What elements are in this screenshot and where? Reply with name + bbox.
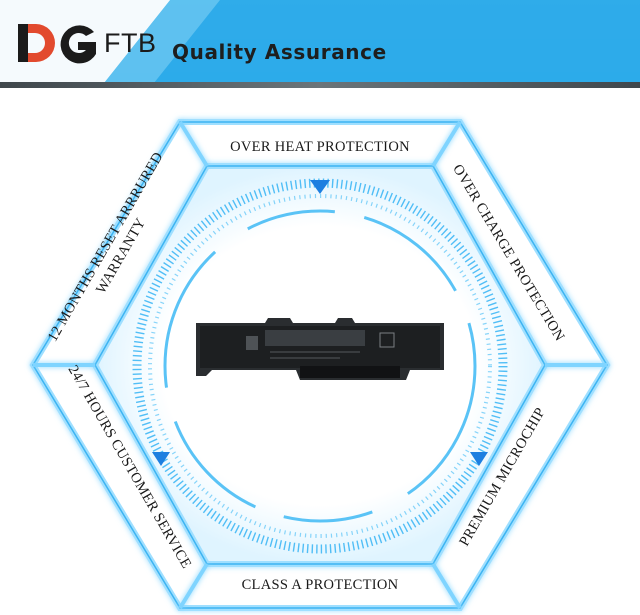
triangle-marker-right — [470, 452, 488, 466]
triangle-marker-left — [152, 452, 170, 466]
laptop-battery-image — [196, 318, 444, 380]
page-title: Quality Assurance — [172, 40, 387, 64]
quality-hexagon-diagram: OVER HEAT PROTECTION OVER CHARGE PROTECT… — [29, 119, 611, 611]
logo-ftb-text: FTB — [104, 28, 157, 58]
label-class-a-protection: CLASS A PROTECTION — [242, 577, 399, 593]
triangle-marker-top — [310, 180, 330, 194]
tick-ring-outer — [132, 178, 508, 554]
header-banner: FTB Quality Assurance — [0, 0, 640, 88]
header-stripe-decoration — [0, 0, 640, 88]
dg-logo-icon — [18, 24, 96, 64]
hexagon-spokes — [33, 120, 607, 610]
label-over-heat-protection: OVER HEAT PROTECTION — [230, 139, 410, 155]
header-divider — [0, 82, 640, 88]
